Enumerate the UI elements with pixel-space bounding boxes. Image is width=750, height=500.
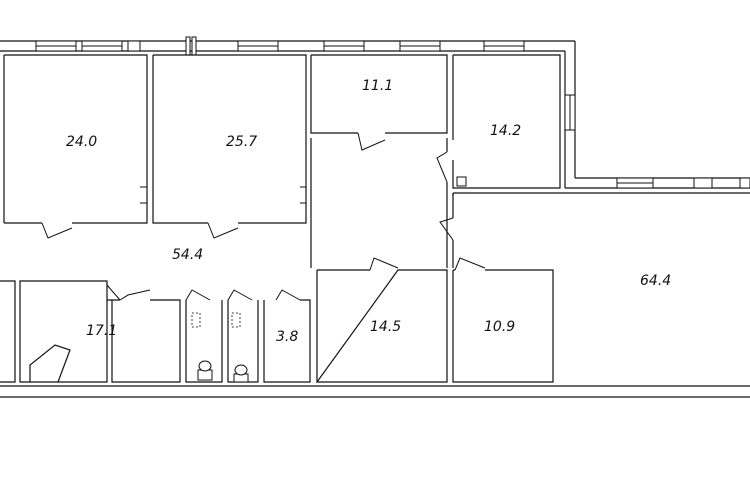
column-fixture: [456, 176, 467, 187]
sink-fixture: [191, 312, 201, 328]
area-label-room-2: 25.7: [226, 134, 257, 150]
area-labels: 24.0 25.7 11.1 14.2 54.4 64.4 17.1 3.8 1…: [66, 78, 671, 345]
windows: [35, 36, 750, 189]
area-label-room-lower-2: 3.8: [276, 329, 298, 345]
doors: [41, 132, 486, 301]
interior-walls: [0, 54, 750, 383]
area-label-room-4: 14.2: [490, 123, 521, 139]
fixtures: [191, 176, 467, 383]
area-label-room-lower-4: 10.9: [484, 319, 515, 335]
area-label-room-lower-1: 17.1: [86, 323, 117, 339]
area-label-room-east: 64.4: [640, 273, 671, 289]
toilet-bowl: [198, 360, 212, 372]
sink-fixture: [231, 312, 241, 328]
toilet-bowl: [234, 364, 248, 376]
area-label-room-1: 24.0: [66, 134, 97, 150]
area-label-room-3: 11.1: [362, 78, 393, 94]
area-label-room-lower-3: 14.5: [370, 319, 401, 335]
area-label-corridor: 54.4: [172, 247, 203, 263]
